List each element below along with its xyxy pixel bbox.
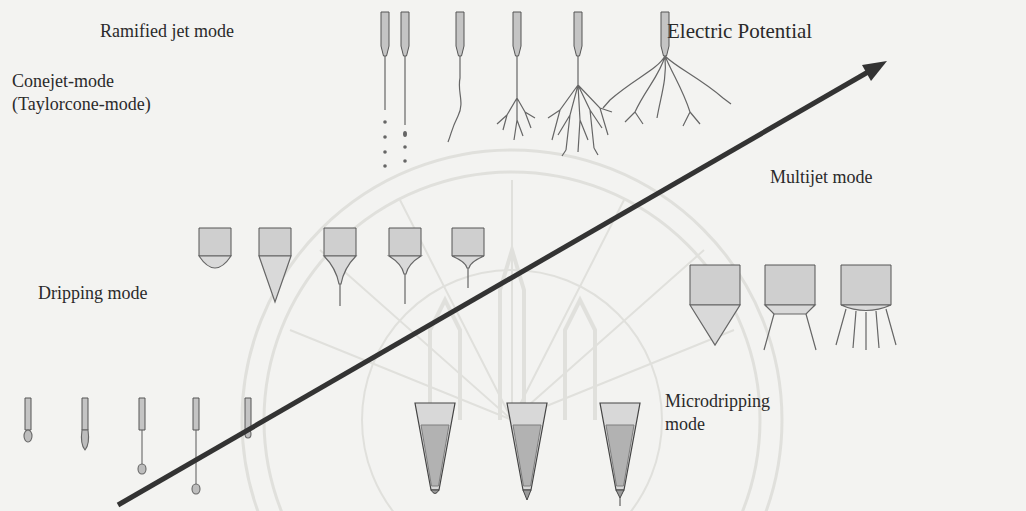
mode-label: Multijet mode <box>770 166 873 189</box>
microdripping-capillaries <box>415 403 640 506</box>
mode-label: Microdripping mode <box>665 390 777 437</box>
axis-label: Electric Potential <box>667 18 812 45</box>
mode-label: Ramified jet mode <box>100 20 234 43</box>
mode-label: Conejet-mode (Taylorcone-mode) <box>12 70 172 117</box>
multijet-nozzles <box>690 265 896 350</box>
conejet-nozzles <box>199 228 484 306</box>
mode-label: Dripping mode <box>38 282 148 305</box>
potential-arrow <box>118 61 887 505</box>
watermark-seal <box>242 150 782 511</box>
